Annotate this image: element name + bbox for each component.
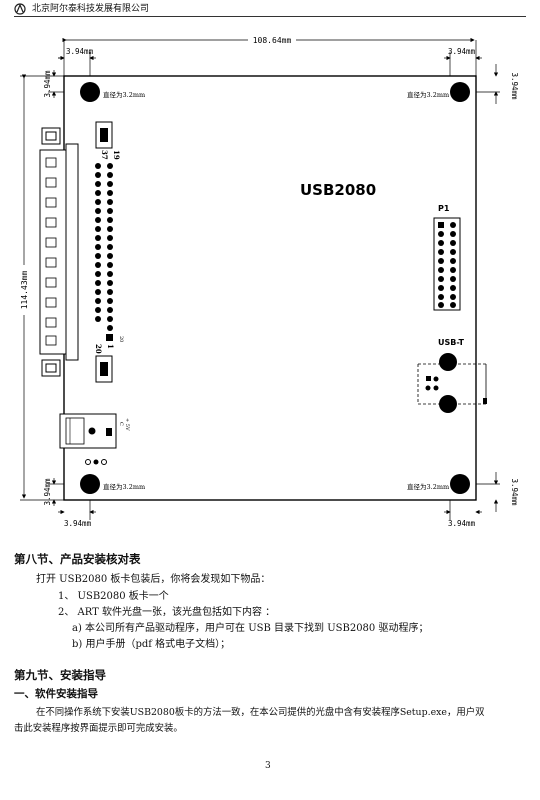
db37-connector [39, 121, 113, 383]
p1-pins [438, 222, 456, 308]
section8-item-2: 2、 ART 软件光盘一张，该光盘包括如下内容 ： [58, 607, 276, 618]
page-number: 3 [265, 761, 271, 771]
usb-label: USB-T [438, 338, 465, 347]
usb-connector [417, 353, 487, 413]
board-layout-diagram: 108.64mm 3.94mm 3.94mm 114.43mm 3.94mm 3… [19, 34, 519, 528]
mounting-hole-bottom-left [80, 474, 100, 494]
offset-label-left-top: 3.94mm [43, 70, 52, 98]
board-name: USB2080 [300, 181, 376, 199]
section8-intro: 打开 USB2080 板卡包装后，你将会发现如下物品： [36, 574, 271, 585]
power-jack [59, 413, 117, 465]
hole-label-bottom-left: 直径为3.2mm [103, 482, 145, 491]
section8-subitem-b: b) 用户手册（pdf 格式电子文档）； [72, 639, 231, 650]
mounting-hole-top-right [450, 82, 470, 102]
section9-paragraph-line-1: 在不同操作系统下安装USB2080板卡的方法一致，在本公司提供的光盘中含有安装程… [36, 707, 485, 718]
p1-header [433, 217, 461, 311]
offset-label-left-bottom: 3.94mm [43, 478, 52, 506]
hole-label-top-left: 直径为3.2mm [103, 90, 145, 99]
pin-label-plus: + 5V [124, 418, 130, 431]
section9-subtitle: 一、软件安装指导 [14, 688, 98, 700]
section8-item-1: 1、 USB2080 板卡一个 [58, 591, 169, 602]
pin-label-19: 19 [112, 150, 121, 160]
mounting-hole-bottom-right [450, 474, 470, 494]
section8-subitem-a: a) 本公司所有产品驱动程序，用户可在 USB 目录下找到 USB2080 驱动… [72, 623, 429, 634]
offset-label-right-top: 3.94mm [510, 72, 519, 100]
section9-title: 第九节、安装指导 [14, 668, 106, 682]
width-dimension-label: 108.64mm [253, 36, 292, 45]
hole-label-top-right: 直径为3.2mm [407, 90, 449, 99]
company-name: 北京阿尔泰科技发展有限公司 [32, 4, 150, 14]
p1-label: P1 [438, 204, 450, 213]
mounting-hole-top-left [80, 82, 100, 102]
pin-label-20: 20 [94, 344, 103, 354]
db37-pins [95, 163, 113, 341]
offset-label-top-left: 3.94mm [66, 47, 94, 56]
company-logo-icon [14, 3, 26, 15]
offset-label-right-bottom: 3.94mm [510, 478, 519, 506]
page-header: 北京阿尔泰科技发展有限公司 [14, 2, 526, 17]
hole-label-bottom-right: 直径为3.2mm [407, 482, 449, 491]
pin-label-37: 37 [100, 150, 109, 160]
section8-title: 第八节、产品安装核对表 [14, 552, 141, 566]
section9-paragraph-line-2: 击此安装程序按界面提示即可完成安装。 [14, 723, 183, 734]
board-outline [63, 75, 477, 501]
height-dimension-label: 114.43mm [20, 271, 29, 310]
offset-label-top-right: 3.94mm [448, 47, 476, 56]
pin-label-c: C [118, 422, 124, 426]
pin-label-20b: 20 [118, 336, 124, 342]
pin-label-1: 1 [106, 344, 115, 349]
offset-label-bottom-left: 3.94mm [64, 519, 92, 528]
offset-label-bottom-right: 3.94mm [448, 519, 476, 528]
